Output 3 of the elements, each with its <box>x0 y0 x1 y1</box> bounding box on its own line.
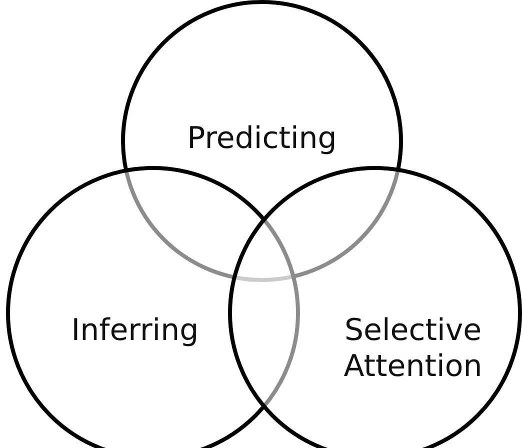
circle-label: Predicting <box>186 121 338 157</box>
circle-label: Inferring <box>70 313 200 349</box>
circle-label: Selective Attention <box>342 313 484 385</box>
